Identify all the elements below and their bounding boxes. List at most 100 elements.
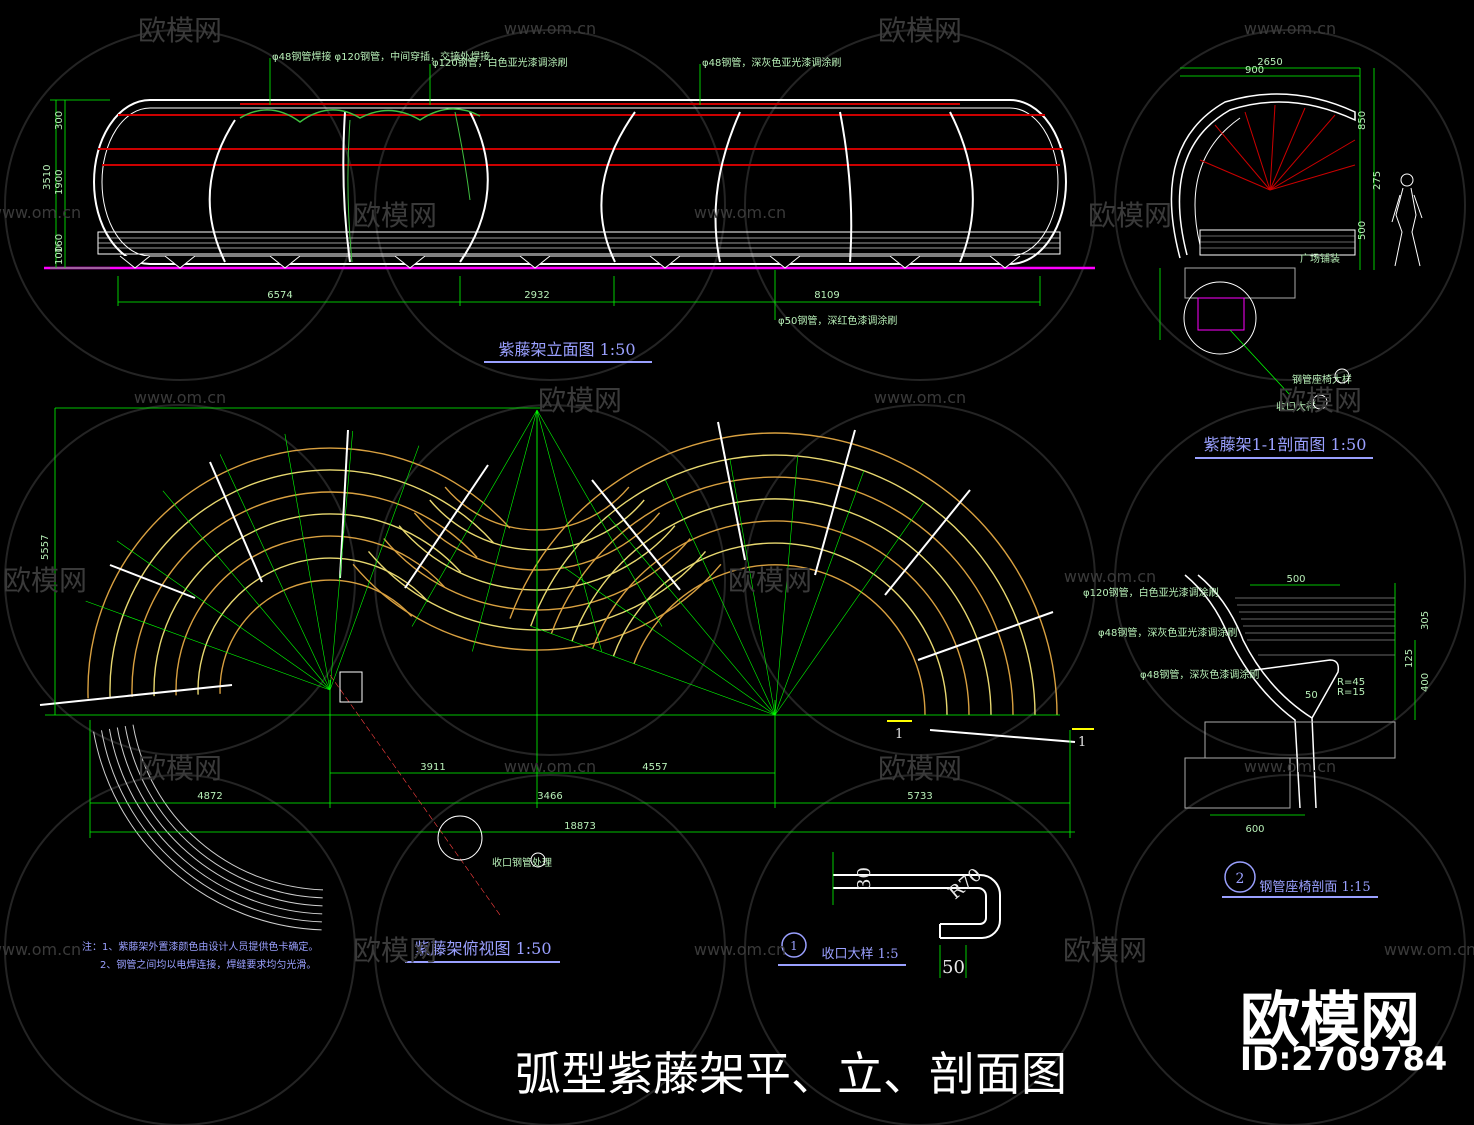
- plan-tag: 收口钢管处理: [492, 856, 552, 869]
- elev-note-1: φ48钢管焊接 φ120钢管，中间穿插，交接处焊接: [272, 50, 490, 63]
- wm-brand-2: 欧模网: [878, 14, 962, 47]
- plan-dim-6: 18873: [564, 821, 596, 832]
- plan-arc-left: [197, 557, 429, 695]
- plan-dims: [45, 407, 1075, 838]
- detail-dim-2: R70: [945, 864, 986, 904]
- plan-arc-right: [530, 454, 1036, 716]
- wm-brand-10: 欧模网: [878, 752, 962, 785]
- elev-vdim-1: 300: [54, 111, 65, 130]
- seat-num: 2: [1236, 871, 1245, 887]
- wm-site-8: www.om.cn: [504, 757, 596, 776]
- elev-note-2: φ120钢管，白色亚光漆调涂刷: [432, 56, 568, 69]
- seat-section-view: 500 305 125 400 600 R=45 R=15 50 φ120钢管，…: [1083, 574, 1431, 898]
- plan-arc-right: [509, 432, 1058, 716]
- arch-ribs: [208, 111, 974, 263]
- plan-dim-1: 4872: [197, 791, 222, 802]
- wm-brand-1: 欧模网: [138, 14, 222, 47]
- elev-note-4: φ50钢管，深红色漆调涂刷: [778, 314, 897, 327]
- wm-brand-11: 欧模网: [353, 934, 437, 967]
- sec-dim-5: 500: [1357, 221, 1368, 240]
- watermark-circles: [4, 29, 1466, 1125]
- plan-arc-right: [633, 564, 926, 716]
- detail-title: 收口大样 1:5: [821, 947, 898, 962]
- plan-ray: [774, 470, 865, 716]
- plan-ray: [664, 479, 776, 716]
- wm-site-9: www.om.cn: [1244, 757, 1336, 776]
- wm-brand-6: 欧模网: [1278, 384, 1362, 417]
- elev-vdim-4: 160: [54, 234, 65, 253]
- plan-arc-left: [175, 535, 445, 696]
- plan-ray: [536, 409, 663, 627]
- human-figure: [1391, 173, 1423, 267]
- plan-arc-return: [132, 724, 324, 891]
- detail-num: 1: [790, 939, 798, 953]
- plan-dim-7: 5557: [40, 535, 51, 560]
- wm-brand-3: 欧模网: [353, 199, 437, 232]
- elev-vdim-3: 1900: [54, 170, 65, 195]
- elev-vdim-2: 3510: [42, 165, 53, 190]
- section-title: 紫藤架1-1剖面图 1:50: [1204, 435, 1367, 454]
- plan-crossbeams: [39, 421, 1076, 743]
- plan-rays: [85, 409, 925, 716]
- plan-arc-right: [571, 498, 992, 716]
- sec-tag-1: 钢管座椅大样: [1292, 373, 1352, 386]
- plan-ray: [607, 515, 776, 716]
- plan-mark-2: 1: [1078, 735, 1086, 750]
- watermarks: 欧模网 www.om.cn 欧模网 www.om.cn www.om.cn 欧模…: [0, 14, 1474, 967]
- elev-dim-3: 8109: [814, 290, 839, 301]
- plan-ray: [729, 458, 776, 716]
- wm-brand-9: 欧模网: [138, 752, 222, 785]
- plan-arc-return: [108, 728, 323, 915]
- plan-ray: [536, 409, 602, 652]
- plan-ray: [162, 490, 331, 691]
- wm-site-4: www.om.cn: [694, 203, 786, 222]
- plan-mark-1: 1: [895, 727, 903, 742]
- plan-ray: [284, 433, 331, 691]
- plan-ray: [85, 600, 331, 691]
- plan-arc-right: [612, 542, 948, 716]
- seat-dim-2: 305: [1420, 611, 1431, 630]
- wm-site-10: www.om.cn: [0, 940, 81, 959]
- plan-ray: [329, 430, 353, 691]
- wm-site-3: www.om.cn: [0, 203, 81, 222]
- plan-ray: [774, 455, 798, 716]
- sec-ground: 广场铺装: [1300, 252, 1340, 265]
- plan-arc-left: [87, 447, 511, 699]
- plan-arc-return: [124, 726, 323, 899]
- elev-vdim-5: 100: [54, 246, 65, 265]
- elev-dim-2: 2932: [524, 290, 549, 301]
- sec-tag-2: 收口大样: [1276, 400, 1316, 413]
- plan-dim-3: 5733: [907, 791, 932, 802]
- plan-arc-return: [93, 731, 322, 931]
- plan-arc-right: [550, 476, 1014, 716]
- section-arch: [1170, 93, 1356, 259]
- plan-dim-4: 3911: [420, 762, 445, 773]
- plan-ray: [530, 625, 776, 716]
- seat-dim-5: 600: [1245, 824, 1264, 835]
- wm-site-6: www.om.cn: [874, 388, 966, 407]
- detail-dim-1: 30: [854, 867, 875, 890]
- wm-brand-12: 欧模网: [1063, 934, 1147, 967]
- elevation-dims: [50, 58, 1041, 320]
- elevation-view: 6574 2932 8109 300 3510 1900 160 100 φ48…: [42, 50, 1095, 363]
- plan-arc-right: [592, 520, 970, 716]
- elevation-title: 紫藤架立面图 1:50: [498, 340, 635, 359]
- plan-note-2: 2、钢管之间均以电焊连接，焊缝要求均匀光滑。: [100, 958, 316, 971]
- wm-site-1: www.om.cn: [504, 19, 596, 38]
- elev-note-3: φ48钢管，深灰色亚光漆调涂刷: [702, 56, 841, 69]
- pergola-outline: [93, 99, 1067, 265]
- vine-1: [239, 108, 481, 123]
- wm-site-5: www.om.cn: [134, 388, 226, 407]
- plan-arc-return: [116, 727, 323, 907]
- plan-ray: [472, 409, 538, 652]
- seat-note-1: φ120钢管，白色亚光漆调涂刷: [1083, 586, 1219, 599]
- wm-site-7: www.om.cn: [1064, 567, 1156, 586]
- wm-site-12: www.om.cn: [1384, 940, 1474, 959]
- wm-site-2: www.om.cn: [1244, 19, 1336, 38]
- seat-note-2: φ48钢管，深灰色亚光漆调涂刷: [1098, 626, 1237, 639]
- wm-brand-5: 欧模网: [538, 384, 622, 417]
- plan-ray: [411, 409, 538, 627]
- seat-title: 钢管座椅剖面 1:15: [1259, 880, 1370, 895]
- detail-dim-3: 50: [942, 957, 965, 978]
